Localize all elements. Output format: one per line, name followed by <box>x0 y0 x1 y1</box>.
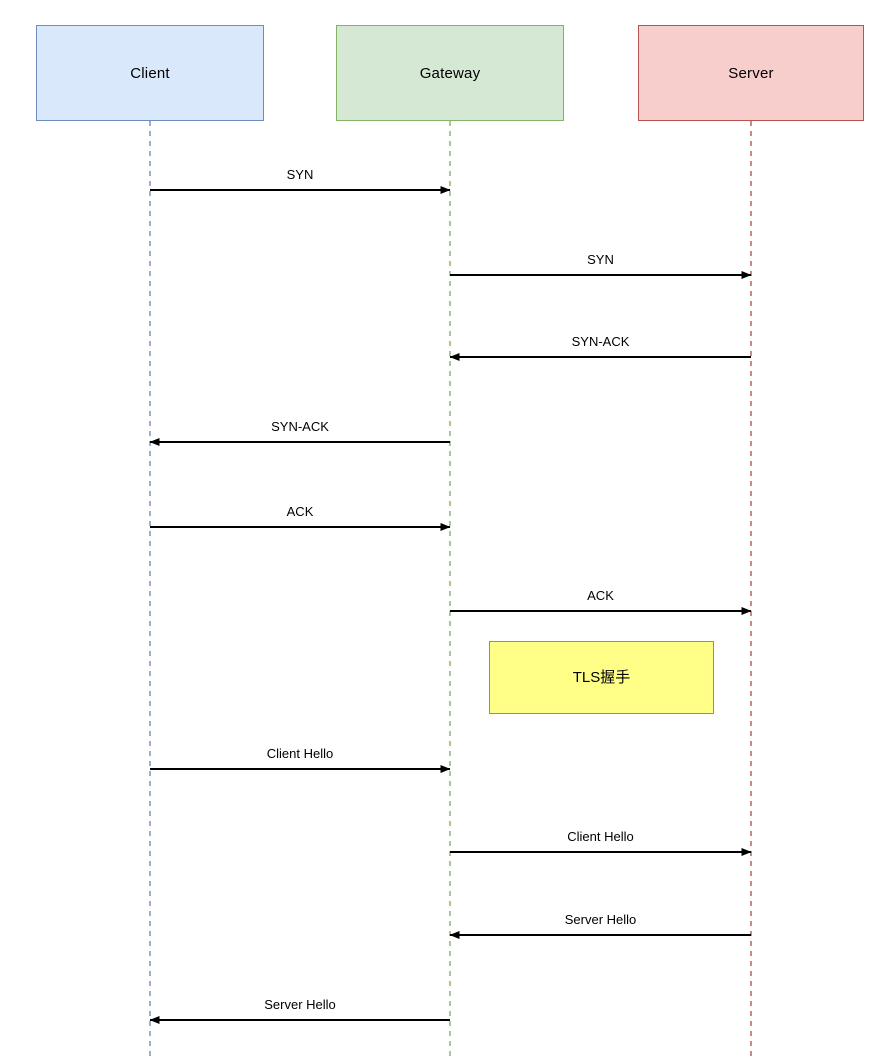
message-label-m2: SYN <box>587 252 614 267</box>
participant-box-gateway[interactable]: Gateway <box>336 25 564 121</box>
message-label-m6: ACK <box>587 588 614 603</box>
fragment-box-tls-handshake[interactable]: TLS握手 <box>489 641 714 714</box>
message-label-m1: SYN <box>286 167 314 182</box>
message-label-m10: Server Hello <box>264 997 336 1012</box>
participant-label-client: Client <box>130 64 170 82</box>
message-label-m9: Server Hello <box>564 912 637 927</box>
participant-label-gateway: Gateway <box>419 64 481 82</box>
participant-label-server: Server <box>728 64 774 82</box>
participant-box-server[interactable]: Server <box>638 25 864 121</box>
fragment-label-tls-handshake: TLS握手 <box>572 669 631 686</box>
message-label-m8: Client Hello <box>567 829 634 844</box>
message-label-m3: SYN-ACK <box>571 334 630 349</box>
participant-box-client[interactable]: Client <box>36 25 264 121</box>
lifelines-group <box>149 121 752 1058</box>
message-label-m5: ACK <box>286 504 314 519</box>
message-arrows-group <box>149 186 752 1024</box>
message-label-m4: SYN-ACK <box>271 419 329 434</box>
message-label-m7: Client Hello <box>266 746 334 761</box>
